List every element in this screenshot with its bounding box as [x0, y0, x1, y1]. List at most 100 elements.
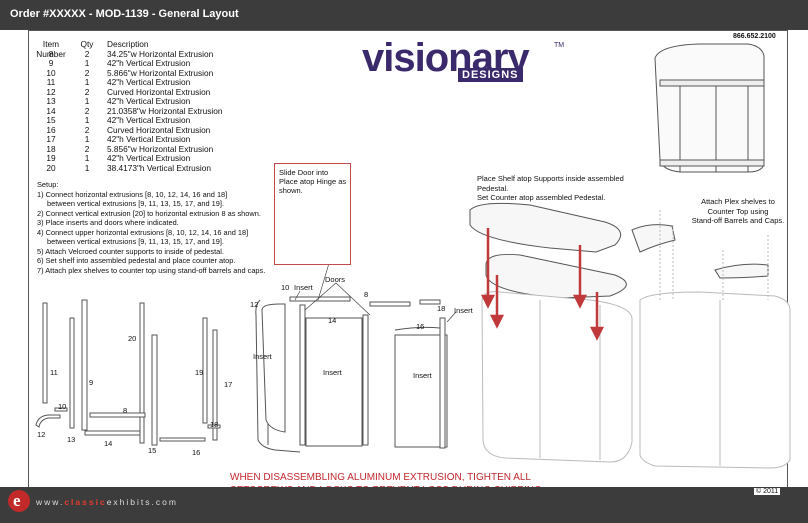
- part-label-11: 11: [50, 368, 58, 377]
- description-cell: 38.4173"h Vertical Extrusion: [107, 162, 211, 173]
- item-number-cell: 13: [46, 96, 56, 106]
- logo-letter: e: [13, 491, 21, 510]
- url-rest: exhibits.com: [106, 497, 178, 507]
- phone-number: 866.652.2100: [733, 33, 776, 40]
- plex-note-line: Counter Top using: [707, 206, 769, 216]
- classic-exhibits-logo-icon: e: [8, 490, 30, 512]
- plex-note-line: Stand-off Barrels and Caps.: [691, 216, 785, 225]
- insert-label-right: Insert: [454, 306, 473, 315]
- insert-label-middle: Insert: [323, 368, 342, 377]
- description-cell: Curved Horizontal Extrusion: [107, 124, 211, 135]
- description-cell: 42"h Vertical Extrusion: [107, 58, 191, 68]
- qty-cell: 2: [84, 86, 90, 97]
- assembly-label-16: 16: [416, 322, 425, 331]
- inset-note: Slide Door into Place atop Hinge as show…: [279, 168, 347, 195]
- footer-website[interactable]: www.classicexhibits.com: [36, 497, 178, 507]
- setup-step: 2) Connect vertical extrusion [20] to ho…: [37, 208, 261, 218]
- shelf-note-line: Pedestal.: [477, 183, 509, 193]
- description-cell: 5.856"w Horizontal Extrusion: [107, 143, 214, 154]
- item-number-cell: 14: [46, 105, 56, 116]
- qty-cell: 1: [84, 153, 90, 163]
- item-number-cell: 17: [46, 134, 56, 144]
- part-label-9: 9: [89, 378, 94, 387]
- copyright: © 2011: [754, 488, 781, 495]
- qty-cell: 1: [84, 58, 90, 68]
- assembly-label-12: 12: [250, 300, 259, 309]
- part-label-18: 18: [210, 420, 219, 429]
- part-label-12: 12: [37, 430, 46, 439]
- assembly-label-18: 18: [437, 304, 446, 313]
- header-description: Description: [107, 39, 149, 49]
- description-cell: 21.0358"w Horizontal Extrusion: [107, 105, 223, 116]
- top-bar: Order #XXXXX - MOD-1139 - General Layout: [0, 0, 808, 30]
- setup-step: between vertical extrusions [9, 11, 13, …: [47, 199, 224, 208]
- setup-step: 3) Place inserts and doors where indicat…: [37, 218, 179, 227]
- setup-step: 1) Connect horizontal extrusions [8, 10,…: [37, 189, 228, 199]
- exploded-extrusions: [35, 299, 221, 446]
- setup-title: Setup:: [37, 180, 59, 189]
- shelf-note: Place Shelf atop Supports inside assembl…: [477, 174, 624, 203]
- setup-step: 5) Attach Velcroed counter supports to i…: [37, 246, 224, 256]
- part-label-19: 19: [195, 368, 204, 377]
- header-qty: Qty: [80, 39, 94, 49]
- qty-cell: 2: [84, 67, 90, 78]
- qty-cell: 1: [84, 115, 90, 125]
- part-label-16: 16: [192, 448, 201, 457]
- insert-label-top: Insert: [294, 283, 313, 292]
- item-number-cell: 11: [46, 77, 56, 87]
- part-label-14: 14: [104, 439, 113, 448]
- qty-cell: 1: [84, 77, 90, 87]
- plex-note-line: Attach Plex shelves to: [701, 197, 775, 206]
- description-cell: Curved Horizontal Extrusion: [107, 86, 211, 97]
- qty-cell: 2: [84, 124, 90, 135]
- qty-cell: 2: [84, 48, 90, 59]
- setup-step: between vertical extrusions [9, 11, 13, …: [47, 237, 224, 246]
- assembled-pedestal-drawing: [654, 43, 765, 173]
- url-brand: classic: [64, 497, 107, 507]
- part-label-10: 10: [58, 402, 67, 411]
- item-number-cell: 20: [46, 162, 56, 173]
- item-number-cell: 12: [46, 86, 56, 97]
- part-label-13: 13: [67, 435, 76, 444]
- setup-instructions: Setup: 1) Connect horizontal extrusions …: [37, 180, 265, 275]
- part-label-8: 8: [123, 406, 128, 415]
- item-number-cell: 19: [46, 153, 56, 163]
- counter-and-shelf: [469, 202, 633, 463]
- part-label-20: 20: [128, 334, 137, 343]
- trademark-mark: TM: [554, 42, 565, 49]
- qty-cell: 1: [84, 134, 90, 144]
- part-label-15: 15: [148, 446, 157, 455]
- qty-cell: 2: [84, 105, 90, 116]
- qty-cell: 1: [84, 96, 90, 106]
- description-cell: 34.25"w Horizontal Extrusion: [107, 48, 214, 59]
- item-number-cell: 15: [46, 115, 56, 125]
- description-cell: 42"h Vertical Extrusion: [107, 115, 191, 125]
- assembly-label-14: 14: [328, 316, 337, 325]
- assembly-label-8: 8: [364, 290, 369, 299]
- setup-step: 4) Connect upper horizontal extrusions […: [37, 227, 249, 237]
- shelf-note-line: Place Shelf atop Supports inside assembl…: [477, 174, 624, 183]
- qty-cell: 2: [84, 143, 90, 154]
- item-number-cell: 10: [46, 67, 56, 78]
- item-number-cell: 16: [46, 124, 56, 135]
- part-label-17: 17: [224, 380, 233, 389]
- assembly-label-10: 10: [281, 283, 290, 292]
- exploded-pedestal: [255, 296, 448, 453]
- shelf-note-line: Set Counter atop assembled Pedestal.: [477, 193, 606, 202]
- plex-note: Attach Plex shelves to Counter Top using…: [688, 197, 788, 226]
- placement-arrows: [480, 228, 605, 341]
- description-cell: 42"h Vertical Extrusion: [107, 134, 191, 144]
- description-cell: 42"h Vertical Extrusion: [107, 96, 191, 106]
- plex-shelf-pedestal: [631, 210, 791, 469]
- description-cell: 42"h Vertical Extrusion: [107, 153, 191, 163]
- item-number-cell: 8: [48, 48, 54, 59]
- bottom-bar: [0, 487, 808, 523]
- page-title: Order #XXXXX - MOD-1139 - General Layout: [10, 8, 239, 20]
- setup-step: 7) Attach plex shelves to counter top us…: [37, 265, 266, 275]
- setup-step: 6) Set shelf into assembled pedestal and…: [37, 256, 236, 265]
- insert-label-middle-2: Insert: [413, 371, 432, 380]
- hinge-inset-box: Slide Door into Place atop Hinge as show…: [274, 163, 351, 265]
- url-prefix: www.: [36, 497, 65, 507]
- item-number-cell: 18: [46, 143, 56, 154]
